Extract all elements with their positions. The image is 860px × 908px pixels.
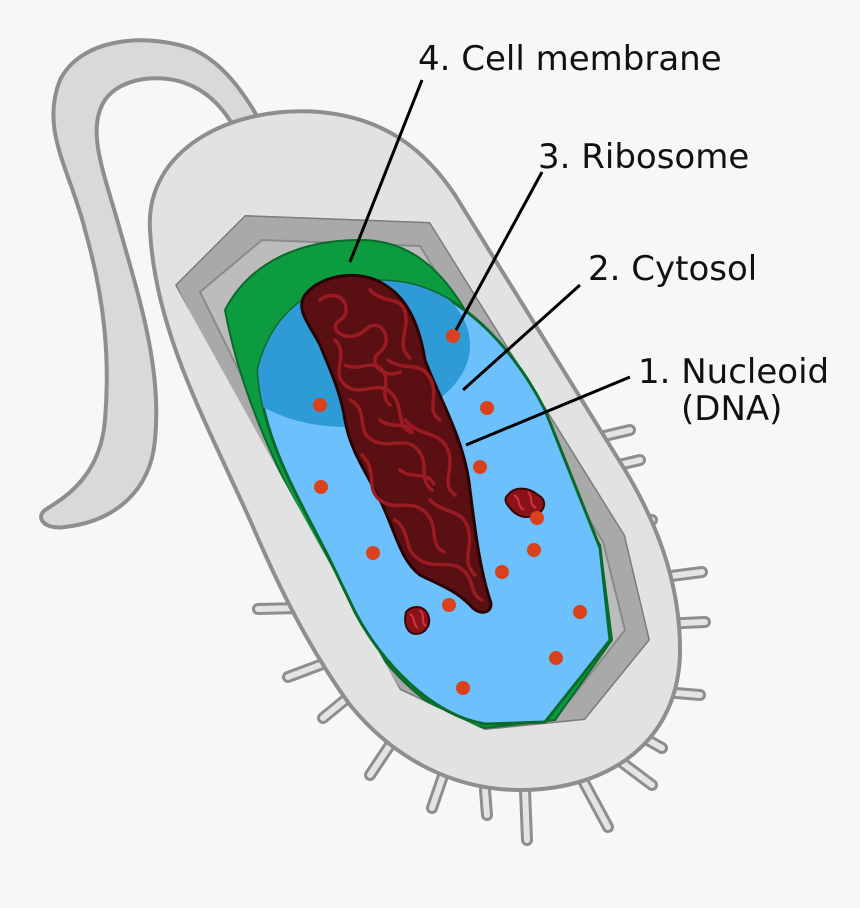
ribosome-label: 3. Ribosome xyxy=(538,137,749,177)
cytosol-leader xyxy=(461,283,582,392)
ribosome xyxy=(446,329,460,343)
ribosome xyxy=(495,565,509,579)
ribosomes xyxy=(313,329,587,695)
ribosome xyxy=(442,598,456,612)
ribosome xyxy=(366,546,380,560)
cell-membrane-leader xyxy=(348,79,424,263)
ribosome xyxy=(480,401,494,415)
ribosome xyxy=(313,398,327,412)
plasmid xyxy=(404,606,431,636)
ribosome xyxy=(530,511,544,525)
ribosome-leader xyxy=(454,171,544,331)
cell-membrane-label: 4. Cell membrane xyxy=(418,39,722,79)
ribosome xyxy=(573,605,587,619)
flagellum xyxy=(39,38,272,530)
nucleoid-label: 1. Nucleoid xyxy=(638,352,829,392)
nucleoid xyxy=(300,273,493,614)
ribosome xyxy=(549,651,563,665)
ribosome xyxy=(527,543,541,557)
cytosol-label: 2. Cytosol xyxy=(588,249,757,289)
nucleoid-label-dna: (DNA) xyxy=(681,389,782,429)
ribosome xyxy=(314,480,328,494)
ribosome xyxy=(473,460,487,474)
nucleoid-leader xyxy=(465,375,631,447)
ribosome xyxy=(456,681,470,695)
